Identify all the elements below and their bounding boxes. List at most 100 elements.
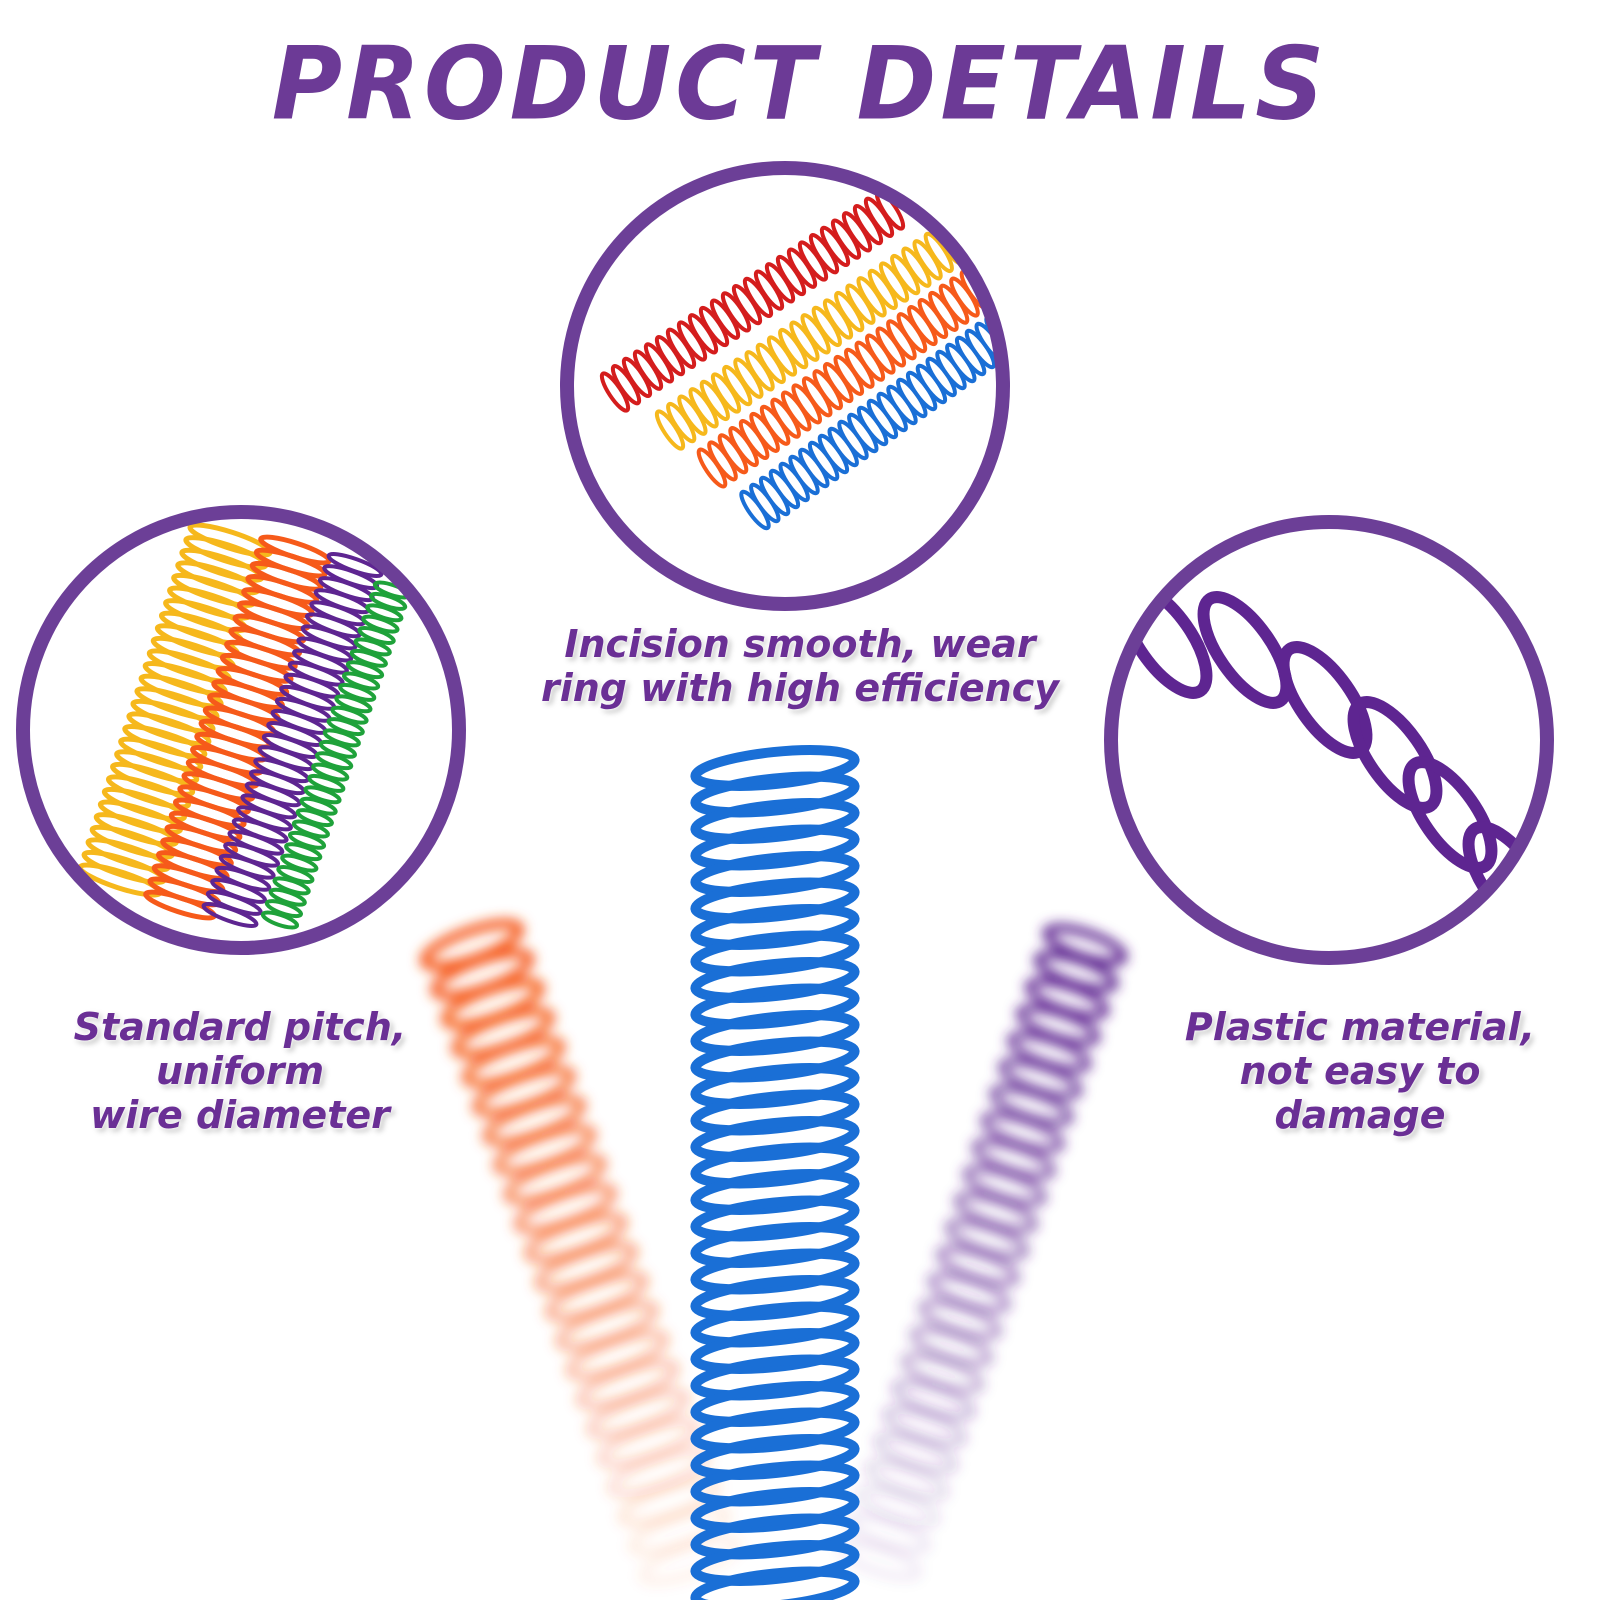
coil-loop <box>126 711 212 747</box>
coil-loop <box>110 761 196 797</box>
coil-loop <box>690 1222 860 1268</box>
caption-line: Incision smooth, wear <box>564 622 1036 666</box>
caption-line: Standard pitch, <box>73 1005 407 1049</box>
coil-loop <box>690 1063 860 1109</box>
coil-loop <box>690 983 860 1030</box>
coil-loop <box>260 910 300 930</box>
coil-col-3 <box>260 580 412 930</box>
coil-loop <box>280 853 319 873</box>
coil-loop <box>330 705 369 725</box>
left-circle-ring <box>16 505 466 955</box>
page-title: PRODUCT DETAILS <box>271 25 1329 143</box>
coil-loop <box>101 786 187 822</box>
coil-loop <box>349 648 388 668</box>
orange-coil <box>419 918 743 1587</box>
coil-loop <box>345 660 385 680</box>
coil-loop <box>326 717 365 737</box>
caption-line: damage <box>1274 1093 1446 1137</box>
purple-coil-blurred <box>837 923 1128 1582</box>
coil-loop <box>690 1540 860 1586</box>
purple-coil <box>837 923 1128 1582</box>
coil-loop <box>272 876 311 896</box>
coil-loop <box>295 808 334 828</box>
coil-loop <box>690 1381 860 1427</box>
caption-line: Plastic material, <box>1184 1005 1536 1049</box>
coil-loop <box>690 1248 860 1295</box>
coil-loop <box>690 1169 860 1215</box>
diagonal-coils-top <box>599 189 1003 531</box>
coil-loop <box>690 877 860 924</box>
coil-loop <box>334 694 373 714</box>
vertical-coils-left <box>77 522 412 930</box>
coil-loop <box>1347 696 1443 814</box>
coil-row-3 <box>739 314 1003 531</box>
coil-loop <box>690 1010 860 1056</box>
coil-loop <box>690 1328 860 1374</box>
right-detail-circle <box>1104 515 1554 965</box>
coil-loop <box>690 1275 860 1321</box>
coil-loop <box>114 749 200 785</box>
coil-loop <box>1197 591 1293 709</box>
coil-loop <box>311 762 350 782</box>
coil-loop <box>1402 756 1498 874</box>
coil-loop <box>291 819 331 839</box>
coil-loop <box>365 603 404 623</box>
feature-caption-smooth-incision: Incision smooth, wear ring with high eff… <box>480 622 1120 710</box>
coil-col-2 <box>201 552 384 928</box>
top-circle-ring <box>560 161 1010 611</box>
coil-loop <box>284 842 323 862</box>
feature-caption-standard-pitch: Standard pitch, uniform wire diameter <box>30 1005 450 1137</box>
coil-loop <box>690 1089 860 1136</box>
coil-loop <box>314 751 354 771</box>
coil-loop <box>299 796 338 816</box>
coil-loop <box>338 682 377 702</box>
coil-loop <box>690 1142 860 1189</box>
orange-coil-blurred <box>419 918 743 1587</box>
coil-loop <box>303 785 342 805</box>
coil-loop <box>690 1434 860 1480</box>
coil-loop <box>353 637 392 657</box>
coil-loop <box>690 1487 860 1533</box>
coil-loop <box>326 552 384 578</box>
coil-row-0 <box>599 189 906 413</box>
coil-loop <box>122 723 208 760</box>
coil-loop <box>690 1116 860 1162</box>
coil-loop <box>690 904 860 950</box>
coil-loop <box>690 851 860 897</box>
right-circle-ring <box>1104 515 1554 965</box>
coil-loop <box>690 745 860 791</box>
coil-loop <box>690 957 860 1003</box>
coil-loop <box>690 771 860 818</box>
coil-row-1 <box>654 224 966 451</box>
coil-loop <box>105 774 192 810</box>
coil-loop <box>318 739 358 759</box>
coil-loop <box>118 736 204 772</box>
coil-loop <box>690 1407 860 1454</box>
coil-loop <box>368 591 408 611</box>
coil-loop <box>258 534 332 566</box>
coil-row-2 <box>696 269 991 489</box>
coil-loop <box>690 1195 860 1242</box>
coil-loop <box>690 930 860 977</box>
coil-loop <box>690 1036 860 1083</box>
coil-loop <box>690 798 860 844</box>
feature-caption-plastic-material: Plastic material, not easy to damage <box>1150 1005 1570 1137</box>
top-detail-circle <box>560 161 1010 611</box>
coil-loop <box>690 1354 860 1401</box>
left-detail-circle <box>16 505 466 955</box>
coil-loop <box>97 799 183 835</box>
caption-line: not easy to <box>1239 1049 1481 1093</box>
coil-loop <box>130 698 216 734</box>
coil-loop <box>276 865 315 884</box>
caption-line: wire diameter <box>90 1093 390 1137</box>
coil-loop <box>690 1513 860 1560</box>
caption-line: ring with high efficiency <box>540 666 1060 710</box>
coil-loop <box>690 1566 860 1600</box>
coil-loop <box>690 1301 860 1348</box>
coil-loop <box>690 824 860 871</box>
coil-loop <box>357 626 396 645</box>
coil-loop <box>690 1460 860 1507</box>
caption-line: uniform <box>155 1049 325 1093</box>
coil-loop <box>264 899 304 919</box>
